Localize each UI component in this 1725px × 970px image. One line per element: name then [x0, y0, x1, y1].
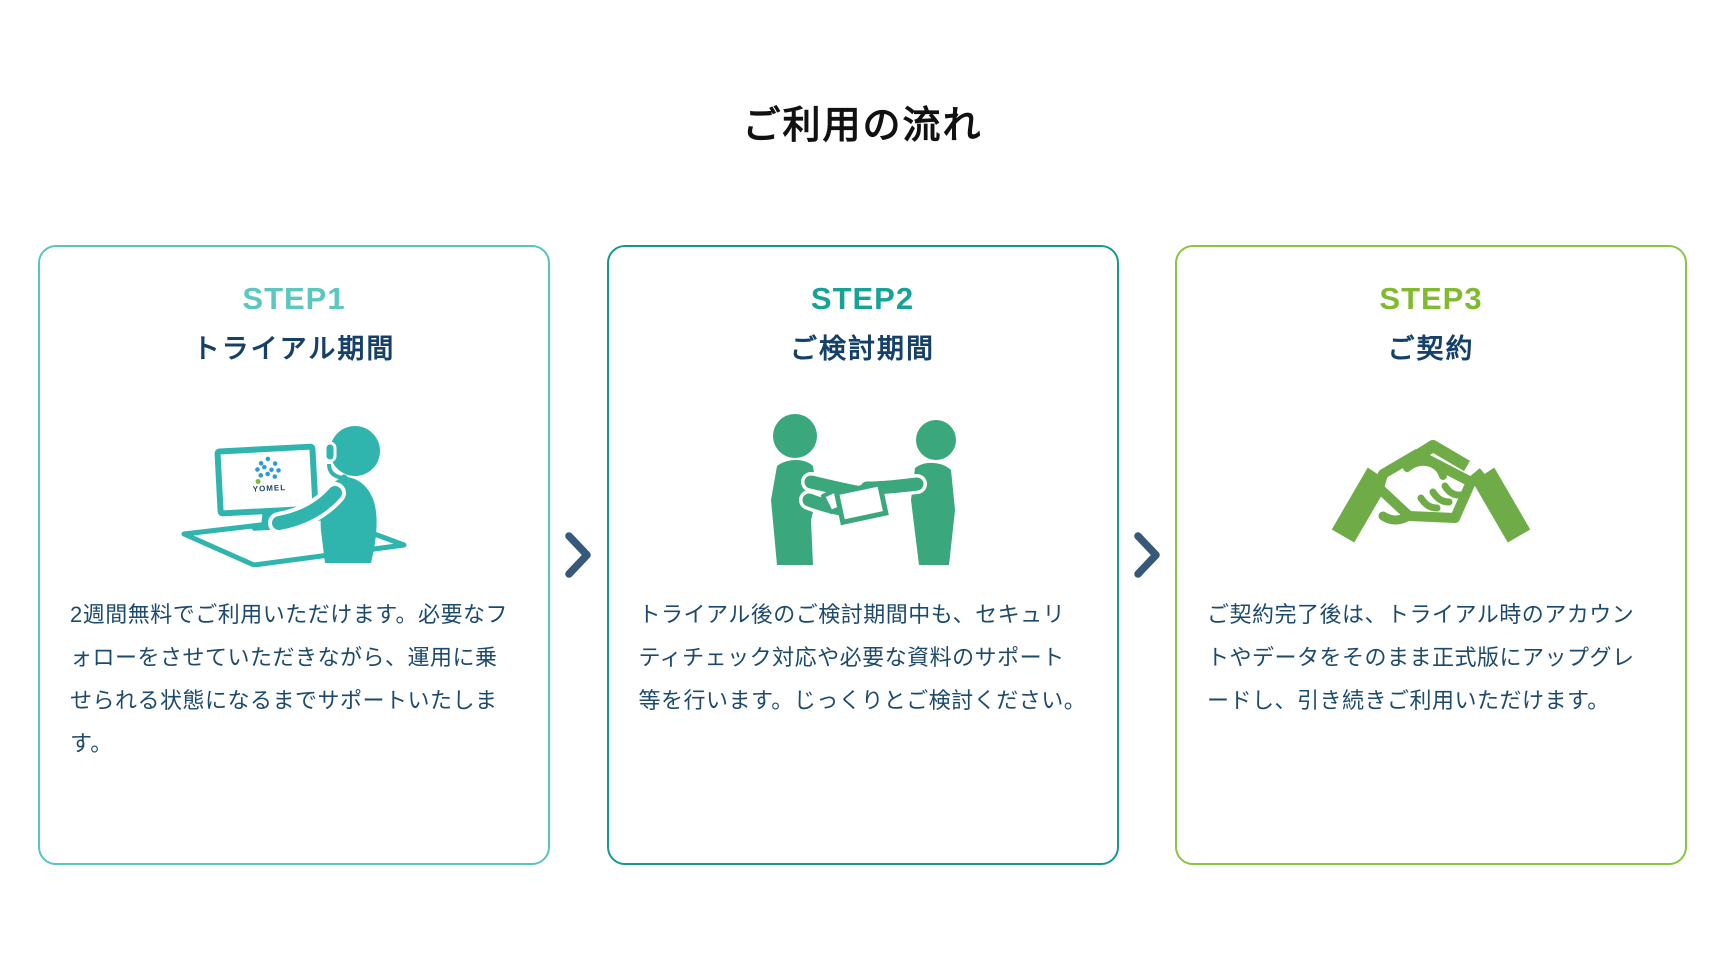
step2-title: ご検討期間 [790, 334, 935, 364]
step-card-contract: STEP3 ご契約 [1175, 245, 1687, 865]
step-card-consideration: STEP2 ご検討期間 [606, 245, 1119, 865]
step2-description: トライアル後のご検討期間中も、セキュリティチェック対応や必要な資料のサポート等を… [638, 602, 1087, 713]
step3-number-label: STEP3 [1379, 281, 1483, 316]
chevron-right-icon [1119, 245, 1176, 865]
handshake-icon [1207, 392, 1655, 572]
step-card-trial: STEP1 トライアル期間 [38, 245, 550, 865]
usage-flow-section: ご利用の流れ STEP1 トライアル期間 [38, 105, 1687, 865]
step2-number-label: STEP2 [810, 281, 915, 316]
step3-description: ご契約完了後は、トライアル時のアカウントやデータをそのまま正式版にアップグレード… [1207, 602, 1635, 713]
monitor-logo-text: YOMEL [253, 483, 287, 494]
step1-description: 2週間無料でご利用いただけます。必要なフォローをさせていただきながら、運用に乗せ… [70, 602, 509, 756]
document-handover-icon [639, 392, 1087, 572]
monitor-logo-dots [255, 456, 281, 484]
operator-at-computer-icon: YOMEL [70, 392, 518, 572]
step3-title: ご契約 [1387, 334, 1475, 364]
step1-number-label: STEP1 [242, 281, 346, 316]
step1-title: トライアル期間 [192, 334, 396, 364]
chevron-right-icon [550, 245, 607, 865]
section-title: ご利用の流れ [742, 105, 983, 147]
steps-row: STEP1 トライアル期間 [38, 245, 1687, 865]
